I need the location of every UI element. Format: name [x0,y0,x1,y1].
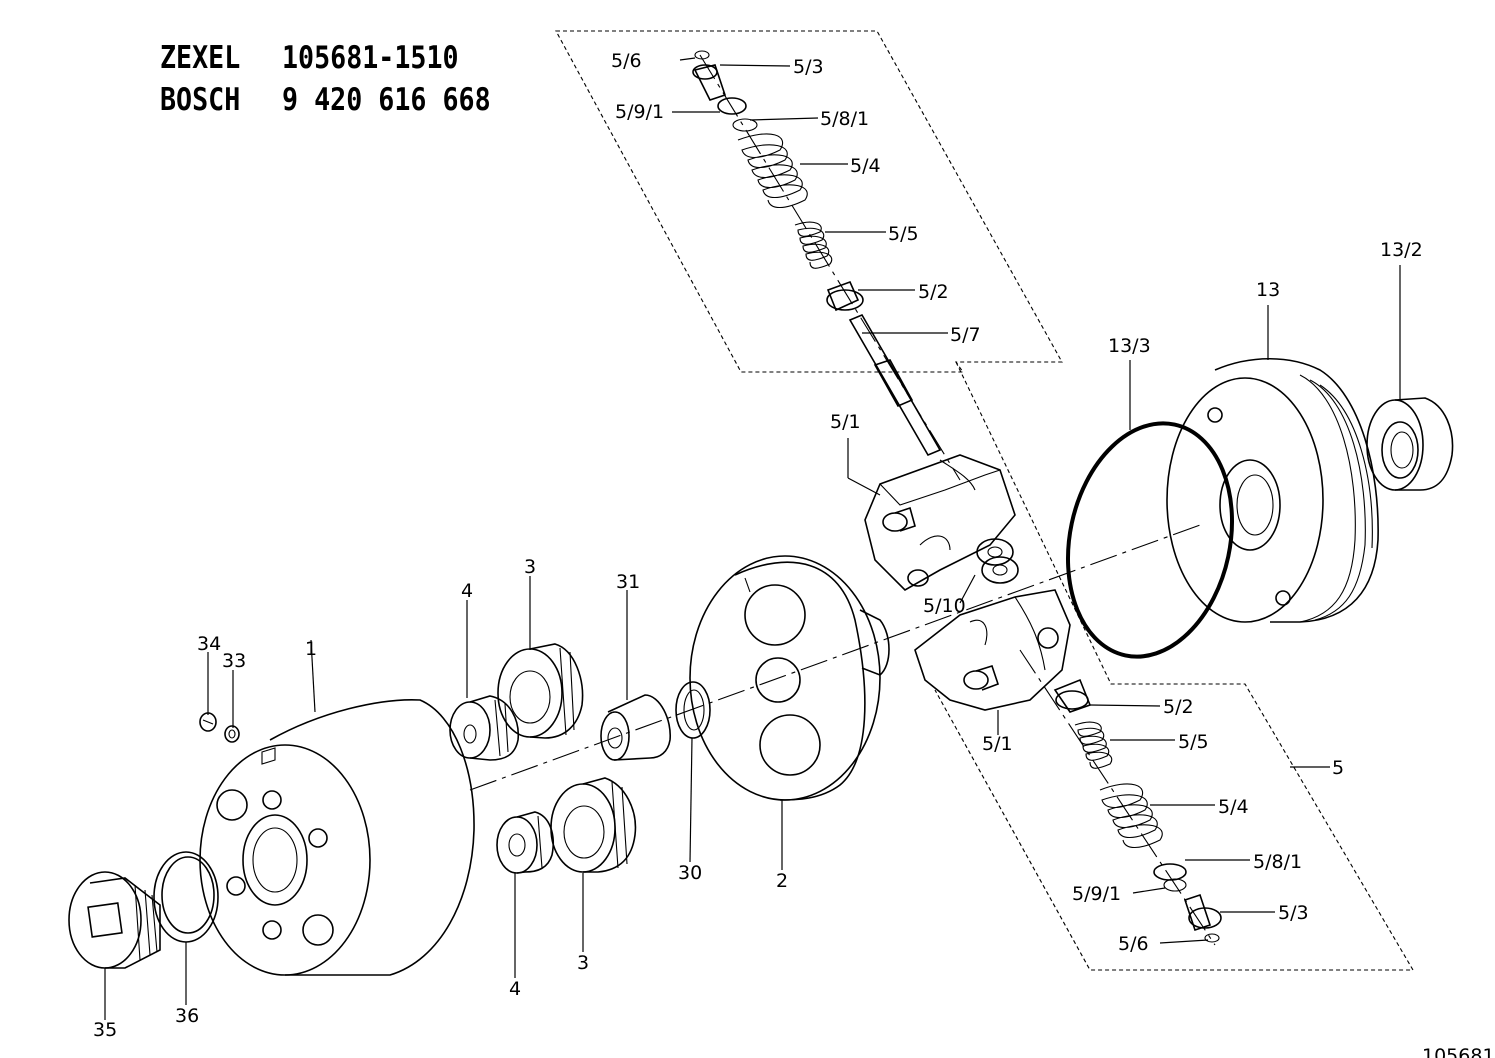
roller-block-5-1-lower [914,589,1071,711]
cup-3-upper [497,643,584,739]
label-30: 30 [678,862,702,884]
label-4-bot: 4 [509,978,521,1000]
label-5-6-bot: 5/6 [1118,933,1149,955]
label-36: 36 [175,1005,199,1027]
label-5-5-bot: 5/5 [1178,731,1209,753]
label-5-4-top: 5/4 [850,155,881,177]
label-2: 2 [776,870,788,892]
label-33: 33 [222,650,246,672]
label-5-9-1-top: 5/9/1 [615,101,664,123]
label-5-9-1-bot: 5/9/1 [1072,883,1121,905]
label-5-1-bot: 5/1 [982,733,1013,755]
label-5-7: 5/7 [950,324,981,346]
label-35: 35 [93,1019,117,1041]
zexel-brand: ZEXEL [160,40,241,76]
valve-center-line-lower [1019,649,1216,946]
label-1: 1 [305,638,317,660]
cup-3-lower [550,777,637,873]
plug-35 [68,871,161,969]
label-5-3-top: 5/3 [793,56,824,78]
label-13-2: 13/2 [1380,239,1423,261]
part-labels: 5/6 5/3 5/9/1 5/8/1 5/4 5/5 5/2 5/7 5/1 … [93,50,1423,1041]
valve-stack-lower [1053,678,1222,943]
washer-33 [224,725,240,743]
label-5-2-top: 5/2 [918,281,949,303]
label-13-3: 13/3 [1108,335,1151,357]
bosch-part-number: 9 420 616 668 [282,82,491,118]
label-31: 31 [616,571,640,593]
drawing-number: 105681 [1422,1045,1495,1058]
cover-13 [1166,358,1379,623]
flange-2 [689,555,890,801]
label-3-top: 3 [524,556,536,578]
bosch-brand: BOSCH [160,82,241,118]
washers-5-10 [976,538,1019,584]
label-5-2-bot: 5/2 [1163,696,1194,718]
leader-lines [104,57,1401,1020]
label-5-5-top: 5/5 [888,223,919,245]
bushing-4-lower [496,811,554,874]
assembly-center-line [469,524,1201,791]
label-4-top: 4 [461,580,473,602]
o-ring-13-3 [1065,421,1235,659]
label-5-8-1-bot: 5/8/1 [1253,851,1302,873]
label-5-4-bot: 5/4 [1218,796,1249,818]
valve-stack-upper [692,50,942,457]
screw-34 [199,712,217,732]
upper-assembly-dashed-outline [555,30,1063,373]
zexel-part-number: 105681-1510 [282,40,459,76]
label-5-8-1-top: 5/8/1 [820,108,869,130]
label-5-1-top: 5/1 [830,411,861,433]
label-5-10: 5/10 [923,595,966,617]
ring-30 [675,681,711,739]
bushing-4-upper [449,695,519,761]
label-5-6-top: 5/6 [611,50,642,72]
bearing-13-2 [1366,397,1454,491]
label-13: 13 [1256,279,1280,301]
label-3-bot: 3 [577,952,589,974]
lower-assembly-dashed-outline [934,361,1414,971]
label-5-3-bot: 5/3 [1278,902,1309,924]
seal-ring-36 [153,851,219,943]
label-5: 5 [1332,757,1344,779]
label-34: 34 [197,633,221,655]
housing-1 [199,699,475,976]
pin-31 [600,694,671,761]
roller-block-5-1-upper [864,454,1016,591]
